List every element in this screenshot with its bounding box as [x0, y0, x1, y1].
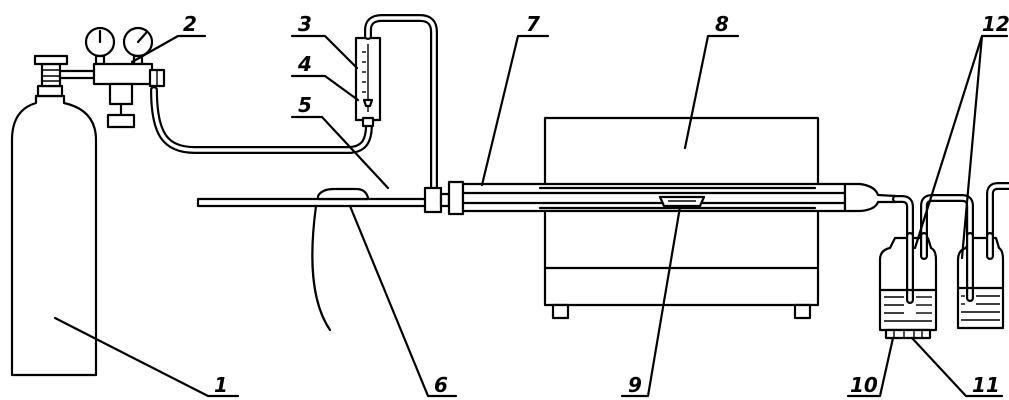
callout-2: 2: [183, 12, 197, 36]
tube-outlet-cone: [843, 182, 898, 213]
absorption-bottle-2: [956, 232, 1005, 330]
callout-7: 7: [526, 12, 540, 36]
leader-9: [620, 205, 682, 398]
leader-1: [53, 316, 240, 398]
furnace-foot-left: [551, 303, 570, 320]
tube-fitting: [423, 186, 443, 214]
leader-10: [846, 336, 895, 398]
sample-boat: [658, 195, 706, 208]
quartz-tube: [423, 180, 898, 216]
callout-labels: 1 2 3 4 5 6 7 8 9 10 11 12: [183, 12, 1009, 397]
callout-6: 6: [434, 373, 448, 397]
callout-3: 3: [298, 12, 312, 36]
leader-2: [130, 34, 207, 64]
leader-5: [290, 115, 390, 190]
leader-4: [290, 74, 360, 102]
callout-4: 4: [297, 52, 312, 76]
leader-12b: [960, 34, 984, 260]
push-rod: [196, 187, 432, 332]
callout-11: 11: [972, 373, 1000, 397]
leader-7: [480, 34, 550, 187]
callout-1: 1: [214, 373, 228, 397]
flowmeter-float: [362, 98, 374, 108]
leader-8: [683, 34, 740, 150]
leader-3: [290, 34, 359, 70]
callout-5: 5: [298, 93, 312, 117]
gas-cylinder: [10, 54, 98, 377]
callout-8: 8: [715, 12, 729, 36]
pressure-regulator: [84, 26, 166, 129]
callout-10: 10: [850, 373, 878, 397]
tube-furnace: [543, 116, 820, 320]
rod-cable: [311, 204, 332, 332]
callout-12: 12: [982, 12, 1009, 36]
flowmeter: [354, 36, 382, 128]
leader-lines: [53, 34, 1009, 398]
furnace-foot-right: [793, 303, 812, 320]
gas-hose: [150, 86, 373, 154]
rod-handle: [316, 187, 370, 201]
leader-11: [910, 336, 1004, 398]
tube-stopper: [447, 180, 465, 216]
absorption-bottle-1: [878, 232, 938, 340]
outlet-lines: [892, 182, 1009, 266]
leader-6: [348, 204, 458, 398]
bottle-base-1: [884, 328, 932, 340]
callout-9: 9: [628, 373, 642, 397]
gas-line: [364, 14, 438, 192]
